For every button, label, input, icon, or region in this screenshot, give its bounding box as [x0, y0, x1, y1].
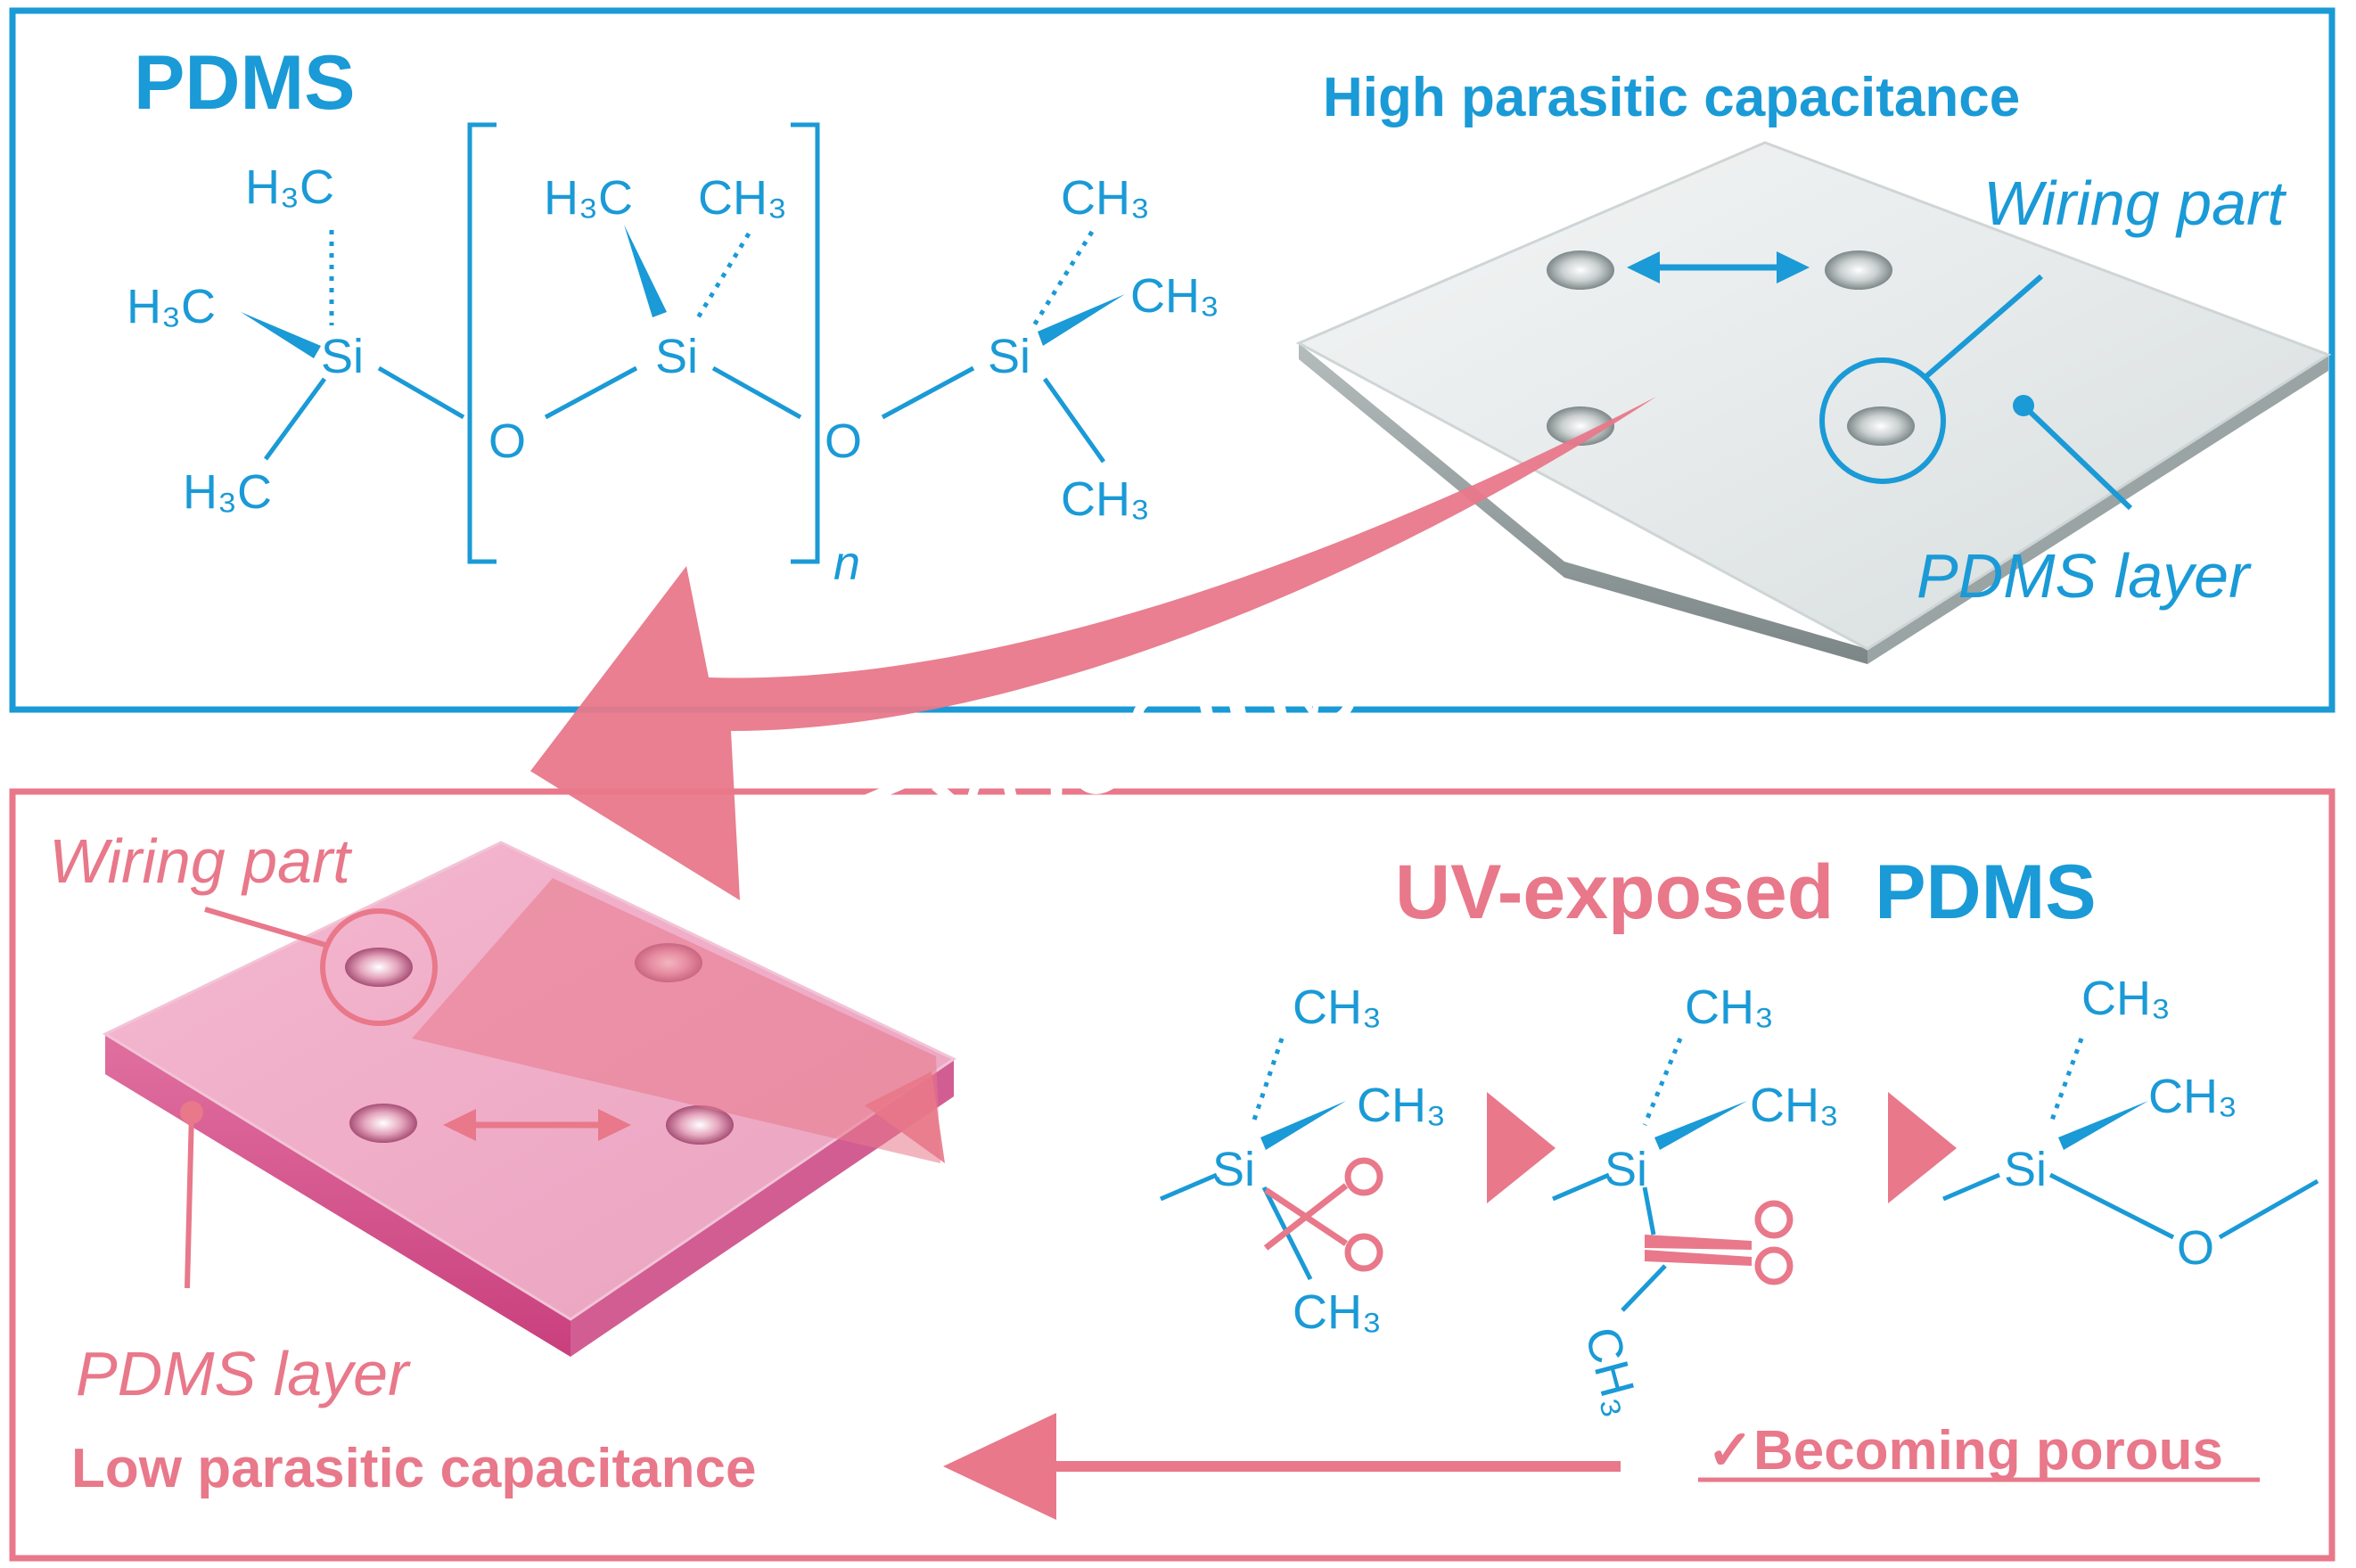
step-arrow [1888, 1092, 1957, 1203]
clear-pdms-plate [1295, 141, 2332, 664]
capacitance-double-arrow-pink [443, 1109, 631, 1141]
wiring-part-callout-bottom [204, 907, 438, 1026]
bottom-panel-title: UV-exposed PDMS [1395, 850, 2097, 935]
methyl-label: CH₃ [1293, 1285, 1382, 1339]
exposing-uv-arrow [530, 397, 1656, 900]
top-panel-title: PDMS [134, 40, 355, 126]
capacitance-double-arrow [1627, 251, 1810, 283]
methyl-label: CH₃ [1357, 1079, 1446, 1132]
pdms-layer-callout-bottom [180, 1101, 203, 1289]
silicon-atom: Si [321, 330, 364, 383]
methyl-label: H₃C [183, 465, 272, 519]
pdms-structure [241, 122, 1125, 564]
wiring-hole [1547, 250, 1614, 290]
oxygen-atom: O [488, 415, 526, 468]
methyl-label: CH₃ [1130, 269, 1219, 323]
methyl-label: CH₃ [1293, 981, 1382, 1034]
methyl-label: CH₃ [2081, 972, 2171, 1025]
methyl-label: H₃C [544, 171, 633, 225]
pdms-layer-callout [2013, 395, 2133, 511]
step-arrow [1487, 1092, 1556, 1203]
silicon-atom: Si [988, 330, 1030, 383]
uv-exposed-title-part: UV-exposed [1395, 850, 1834, 935]
chem-step-2 [1552, 1038, 1747, 1312]
high-capacitance-label: High parasitic capacitance [1323, 67, 2020, 128]
methyl-label: H₃C [127, 280, 216, 333]
wiring-part-label: Wiring part [1983, 168, 2286, 238]
uv-arrow-tip [865, 1071, 945, 1163]
wiring-part-callout [1819, 274, 2043, 484]
pdms-layer-label: PDMS layer [1917, 541, 2252, 611]
scissors-icon [1645, 1200, 1794, 1285]
becoming-porous-label: ✓Becoming porous [1707, 1420, 2223, 1482]
methyl-label: CH₃ [1574, 1322, 1649, 1422]
pdms-title-part: PDMS [1875, 850, 2096, 935]
methyl-label: H₃C [245, 160, 334, 214]
repeat-unit-n: n [833, 537, 860, 590]
wiring-part-label-bottom: Wiring part [49, 826, 352, 896]
uv-arrow-beam [412, 878, 940, 1163]
silicon-atom: Si [2004, 1143, 2047, 1196]
pdms-layer-label-bottom: PDMS layer [76, 1339, 411, 1408]
oxygen-atom: O [2177, 1221, 2214, 1275]
silicon-atom: Si [655, 330, 698, 383]
methyl-label: CH₃ [1750, 1079, 1839, 1132]
methyl-label: CH₃ [1061, 171, 1150, 225]
wiring-hole [349, 1104, 417, 1143]
bottom-panel-frame [9, 788, 2335, 1562]
oxygen-atom: O [825, 415, 862, 468]
chem-step-3 [1942, 1038, 2319, 1240]
scissors-icon [1263, 1157, 1383, 1272]
low-capacitance-label: Low parasitic capacitance [71, 1438, 756, 1499]
methyl-label: CH₃ [1061, 472, 1150, 526]
wiring-hole [1847, 406, 1915, 446]
methyl-label: CH₃ [698, 171, 787, 225]
top-panel-frame [9, 7, 2335, 713]
wiring-hole [666, 1105, 734, 1145]
wiring-hole [1825, 250, 1892, 290]
wiring-hole [1547, 406, 1614, 446]
silicon-atom: Si [1605, 1143, 1647, 1196]
result-arrow [943, 1413, 1621, 1520]
wiring-hole [345, 948, 413, 987]
silicon-atom: Si [1212, 1143, 1255, 1196]
methyl-label: CH₃ [1685, 981, 1774, 1034]
methyl-label: CH₃ [2148, 1070, 2237, 1123]
